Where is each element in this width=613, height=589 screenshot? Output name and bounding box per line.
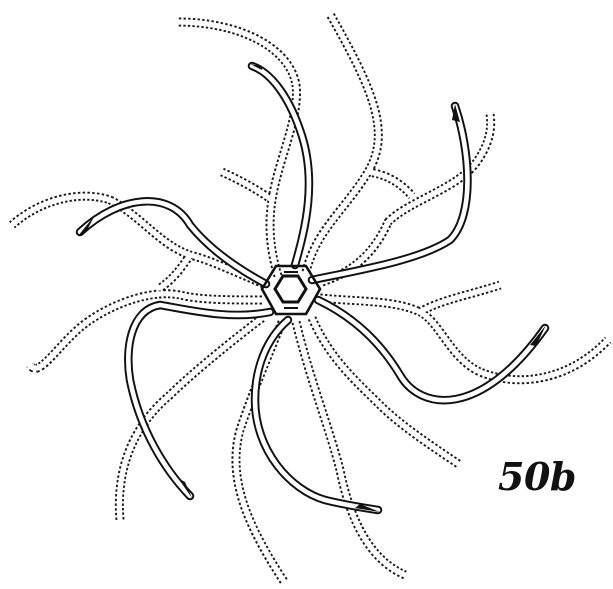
solid-arm-top-right [312,106,468,280]
dashed-arm-lower-left [30,294,262,369]
figure-label: 50b [498,458,576,496]
dashed-arm-top-right [306,14,378,272]
central-hexagon [275,276,306,302]
central-ring [262,266,320,314]
central-disc [262,266,320,314]
dashed-arm-right [320,298,608,380]
